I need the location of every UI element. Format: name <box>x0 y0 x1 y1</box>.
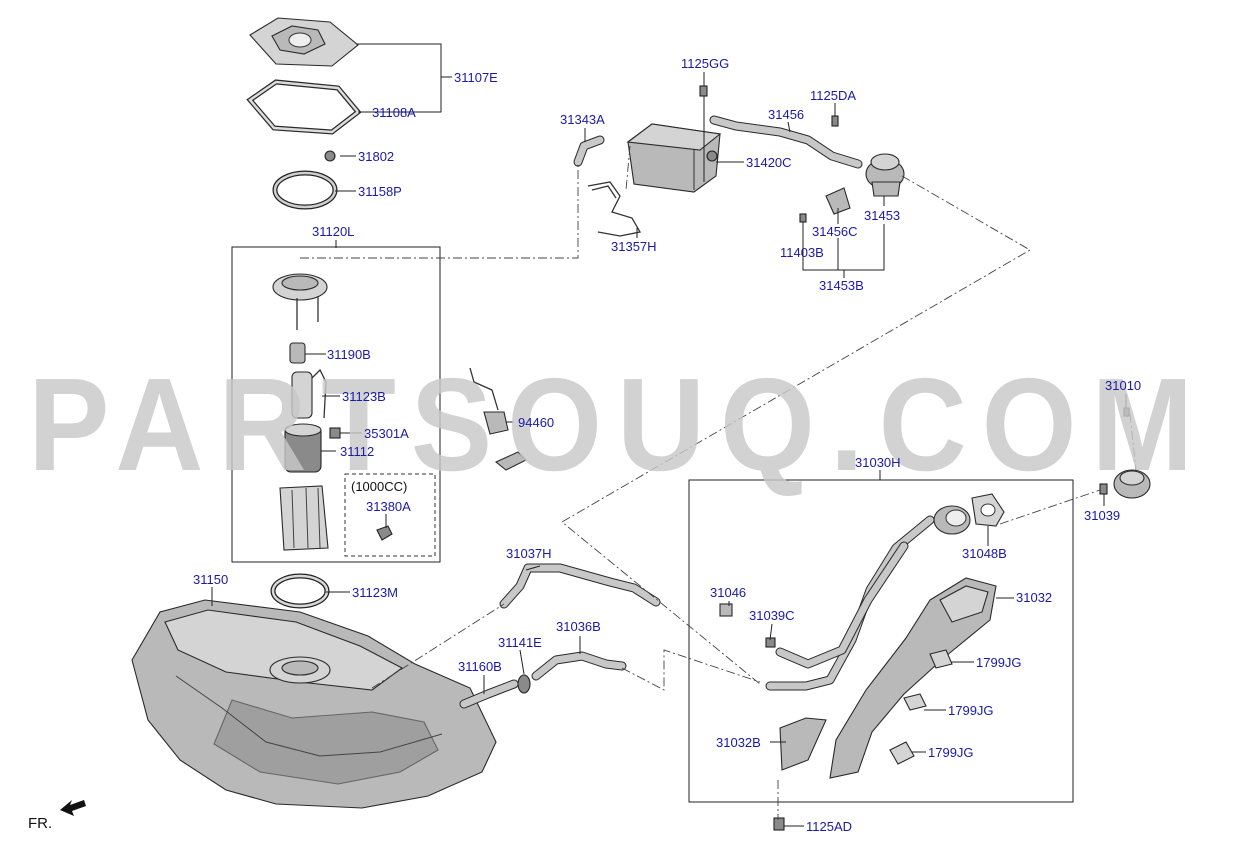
label-31456[interactable]: 31456 <box>768 107 804 122</box>
part-31030h-filler-neck <box>765 505 971 691</box>
part-31036b-hose <box>531 651 627 681</box>
label-31190b[interactable]: 31190B <box>327 347 371 362</box>
label-11403b[interactable]: 11403B <box>780 245 824 260</box>
label-1799jg-a[interactable]: 1799JG <box>976 655 1022 670</box>
part-31123m-gasket <box>270 573 330 609</box>
variant-note: (1000CC) <box>351 479 407 494</box>
part-31120l-pump-module <box>272 273 341 551</box>
label-31453[interactable]: 31453 <box>864 208 900 223</box>
label-31380a[interactable]: 31380A <box>366 499 411 514</box>
part-31357h-bracket <box>587 181 642 237</box>
part-31456-hose <box>709 115 863 169</box>
part-31032-protector <box>829 577 997 779</box>
part-31453-filter <box>865 153 905 197</box>
part-31420c-canister <box>626 123 722 193</box>
label-31141e[interactable]: 31141E <box>498 635 542 650</box>
label-31039c[interactable]: 31039C <box>749 608 795 623</box>
label-31048b[interactable]: 31048B <box>962 546 1007 561</box>
label-1125gg[interactable]: 1125GG <box>681 56 729 71</box>
part-1125da-bolt <box>831 115 839 127</box>
label-31037h[interactable]: 31037H <box>506 546 552 561</box>
part-31343a-hose <box>573 135 605 167</box>
part-94460-sender <box>469 367 527 471</box>
label-31036b[interactable]: 31036B <box>556 619 601 634</box>
label-94460[interactable]: 94460 <box>518 415 554 430</box>
label-31420c[interactable]: 31420C <box>746 155 792 170</box>
label-31123m[interactable]: 31123M <box>352 585 398 600</box>
orientation-label: FR. <box>28 815 52 832</box>
label-31030h[interactable]: 31030H <box>855 455 901 470</box>
label-31108a[interactable]: 31108A <box>372 105 416 120</box>
label-31123b[interactable]: 31123B <box>342 389 386 404</box>
front-direction-arrow-icon <box>60 800 86 816</box>
dashed-connection-lines <box>300 145 1137 820</box>
label-31032[interactable]: 31032 <box>1016 590 1052 605</box>
part-31107e-cover <box>249 17 359 67</box>
label-31357h[interactable]: 31357H <box>611 239 657 254</box>
label-31343a[interactable]: 31343A <box>560 112 605 127</box>
part-31150-fuel-tank <box>131 599 497 809</box>
label-31453b[interactable]: 31453B <box>819 278 864 293</box>
label-31032b[interactable]: 31032B <box>716 735 761 750</box>
label-1125ad[interactable]: 1125AD <box>806 819 852 834</box>
label-1125da[interactable]: 1125DA <box>810 88 856 103</box>
part-31108a-gasket <box>246 79 362 135</box>
part-1799jg-clip-b <box>903 693 927 711</box>
label-1799jg-c[interactable]: 1799JG <box>928 745 974 760</box>
label-31150[interactable]: 31150 <box>193 572 228 587</box>
part-31802-plug <box>324 150 336 162</box>
label-31802[interactable]: 31802 <box>358 149 394 164</box>
part-1125ad-bolt <box>773 817 785 831</box>
label-31160b[interactable]: 31160B <box>458 659 502 674</box>
part-31032b-bracket <box>779 717 827 771</box>
part-1125gg-bolt <box>699 85 708 97</box>
label-1799jg-b[interactable]: 1799JG <box>948 703 994 718</box>
part-31158p-lock-ring <box>272 170 338 210</box>
label-31158p[interactable]: 31158P <box>358 184 402 199</box>
watermark-text: PARTSOUQ.COM <box>28 351 1208 498</box>
label-31010[interactable]: 31010 <box>1105 378 1141 393</box>
label-31046[interactable]: 31046 <box>710 585 746 600</box>
part-1799jg-clip-c <box>889 741 915 765</box>
part-31048b-gasket <box>971 493 1005 527</box>
group-boxes <box>231 246 1074 803</box>
part-1799jg-clip-a <box>929 649 953 669</box>
label-31107e[interactable]: 31107E <box>454 70 498 85</box>
label-35301a[interactable]: 35301A <box>364 426 409 441</box>
part-31160b-hose <box>459 679 519 709</box>
label-31039[interactable]: 31039 <box>1084 508 1120 523</box>
label-31120l[interactable]: 31120L <box>312 224 354 239</box>
part-31456c-bracket <box>825 187 851 215</box>
part-11403b-bolt <box>799 213 807 223</box>
label-31456c[interactable]: 31456C <box>812 224 858 239</box>
part-31046-clip <box>719 603 733 617</box>
part-31010-filler-cap <box>1113 407 1151 499</box>
part-labels: 31107E 31108A 31802 31158P 31120L 31190B… <box>28 56 1141 834</box>
label-31112[interactable]: 31112 <box>340 444 374 459</box>
part-31380a <box>376 525 393 541</box>
part-31141e-clamp <box>517 674 531 694</box>
part-31037h-vent-tube <box>499 563 661 609</box>
